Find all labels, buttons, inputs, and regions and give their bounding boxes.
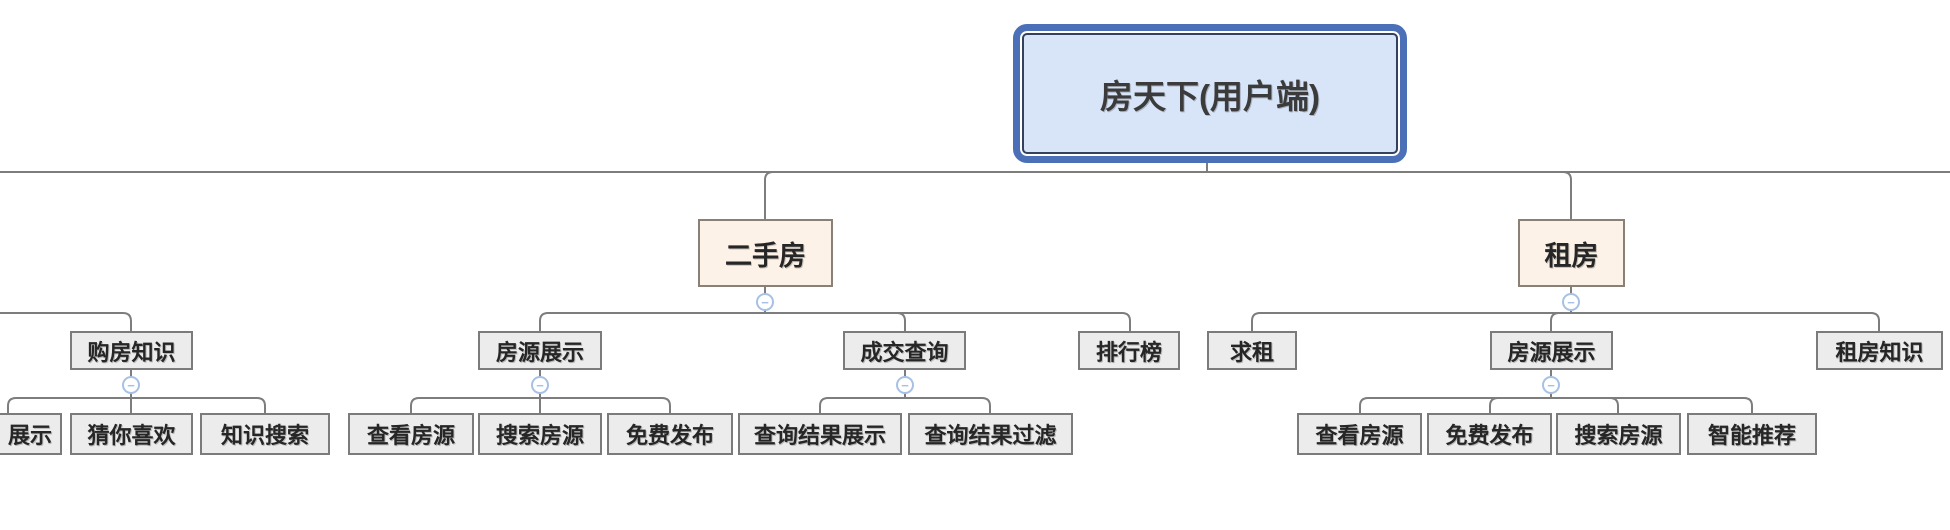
minus-icon: − xyxy=(127,377,135,393)
edge-root-zufang xyxy=(1207,171,1572,219)
node-label: 智能推荐 xyxy=(1707,423,1796,448)
node-zf-sousuofangyuan[interactable]: 搜索房源 xyxy=(1556,413,1681,455)
node-label: 展示 xyxy=(7,423,52,448)
node-label: 查看房源 xyxy=(1315,423,1404,448)
node-zf-fangyuanzhanshi[interactable]: 房源展示 xyxy=(1490,331,1613,370)
node-label: 房源展示 xyxy=(495,339,584,365)
collapse-toggle-ershoufang[interactable]: − xyxy=(756,293,774,311)
edge-goufangzhishi-zhanshi xyxy=(7,397,131,417)
node-label: 租房 xyxy=(1544,240,1599,271)
node-paihangbang[interactable]: 排行榜 xyxy=(1078,331,1180,370)
collapse-toggle-zf-fangyuanzhanshi[interactable]: − xyxy=(1542,376,1560,394)
node-label: 搜索房源 xyxy=(1574,423,1663,448)
edge-zufang-qiuzu xyxy=(1251,312,1571,331)
edge-zufang-fangyuanzhanshi xyxy=(1550,312,1571,331)
minus-icon: − xyxy=(761,294,769,310)
minus-icon: − xyxy=(901,377,909,393)
node-zf-mianfeifabu[interactable]: 免费发布 xyxy=(1427,413,1552,455)
node-esf-mianfeifabu[interactable]: 免费发布 xyxy=(607,413,733,455)
node-qiuzu[interactable]: 求租 xyxy=(1207,331,1297,370)
node-label: 购房知识 xyxy=(87,339,176,365)
edge-zf-zhinengtuijian xyxy=(1551,397,1753,413)
node-label: 免费发布 xyxy=(625,423,714,448)
minus-icon: − xyxy=(1547,377,1555,393)
node-esf-chakanfangyuan[interactable]: 查看房源 xyxy=(348,413,474,455)
node-label: 房天下(用户端) xyxy=(1100,77,1320,115)
node-zufangzhishi[interactable]: 租房知识 xyxy=(1816,331,1943,370)
node-label: 成交查询 xyxy=(860,339,949,365)
minus-icon: − xyxy=(536,377,544,393)
collapse-toggle-esf-fangyuanzhanshi[interactable]: − xyxy=(531,376,549,394)
edge-zf-chakanfangyuan xyxy=(1359,397,1551,413)
node-label: 搜索房源 xyxy=(495,423,584,448)
edge-ershoufang-fangyuanzhanshi xyxy=(539,312,765,331)
edge-esf-chakanfangyuan xyxy=(410,397,540,413)
node-zhishisousuo[interactable]: 知识搜索 xyxy=(200,413,330,455)
edge-zf-mianfeifabu xyxy=(1489,397,1551,413)
edge-esf-mianfeifabu xyxy=(540,397,671,413)
edge-ershoufang-chengjiaochaxun xyxy=(765,312,906,331)
edge-offscreen-goufangzhishi xyxy=(0,312,132,331)
node-label: 二手房 xyxy=(725,240,806,271)
node-cainixihuan[interactable]: 猜你喜欢 xyxy=(70,413,193,455)
node-esf-fangyuanzhanshi[interactable]: 房源展示 xyxy=(478,331,602,370)
edge-chaxunjieguozhanshi xyxy=(819,397,905,413)
node-label: 求租 xyxy=(1229,339,1274,365)
node-chengjiaochaxun[interactable]: 成交查询 xyxy=(843,331,966,370)
edge-goufangzhishi-zhishisousuo xyxy=(131,397,266,413)
node-label: 免费发布 xyxy=(1445,423,1534,448)
node-label: 房源展示 xyxy=(1507,339,1596,365)
node-zhinengtuijian[interactable]: 智能推荐 xyxy=(1687,413,1817,455)
node-esf-sousuofangyuan[interactable]: 搜索房源 xyxy=(478,413,602,455)
node-goufangzhishi[interactable]: 购房知识 xyxy=(70,331,193,370)
node-label: 租房知识 xyxy=(1835,339,1924,365)
node-fangtianxia-root[interactable]: 房天下(用户端) xyxy=(1013,24,1407,163)
node-label: 猜你喜欢 xyxy=(87,423,176,448)
edge-chaxunjieguoguolv xyxy=(905,397,991,413)
node-ershoufang[interactable]: 二手房 xyxy=(698,219,833,287)
minus-icon: − xyxy=(1567,294,1575,310)
node-label: 查看房源 xyxy=(366,423,455,448)
edge-zf-sousuofangyuan xyxy=(1551,397,1619,413)
node-zf-chakanfangyuan[interactable]: 查看房源 xyxy=(1297,413,1422,455)
collapse-toggle-zufang[interactable]: − xyxy=(1562,293,1580,311)
node-label: 排行榜 xyxy=(1095,339,1162,365)
collapse-toggle-chengjiaochaxun[interactable]: − xyxy=(896,376,914,394)
node-chaxunjieguozhanshi[interactable]: 查询结果展示 xyxy=(738,413,902,455)
edge-root-ershoufang xyxy=(764,171,1207,219)
node-chaxunjieguoguolv[interactable]: 查询结果过滤 xyxy=(908,413,1073,455)
collapse-toggle-goufangzhishi[interactable]: − xyxy=(122,376,140,394)
node-label: 知识搜索 xyxy=(220,423,309,448)
node-label: 查询结果过滤 xyxy=(924,423,1057,448)
node-zhanshi-partial[interactable]: 展示 xyxy=(0,413,62,455)
node-zufang[interactable]: 租房 xyxy=(1518,219,1625,287)
node-label: 查询结果展示 xyxy=(753,423,886,448)
edge-ershoufang-paihangbang xyxy=(765,312,1131,331)
edge-zufang-zufangzhishi xyxy=(1571,312,1880,331)
